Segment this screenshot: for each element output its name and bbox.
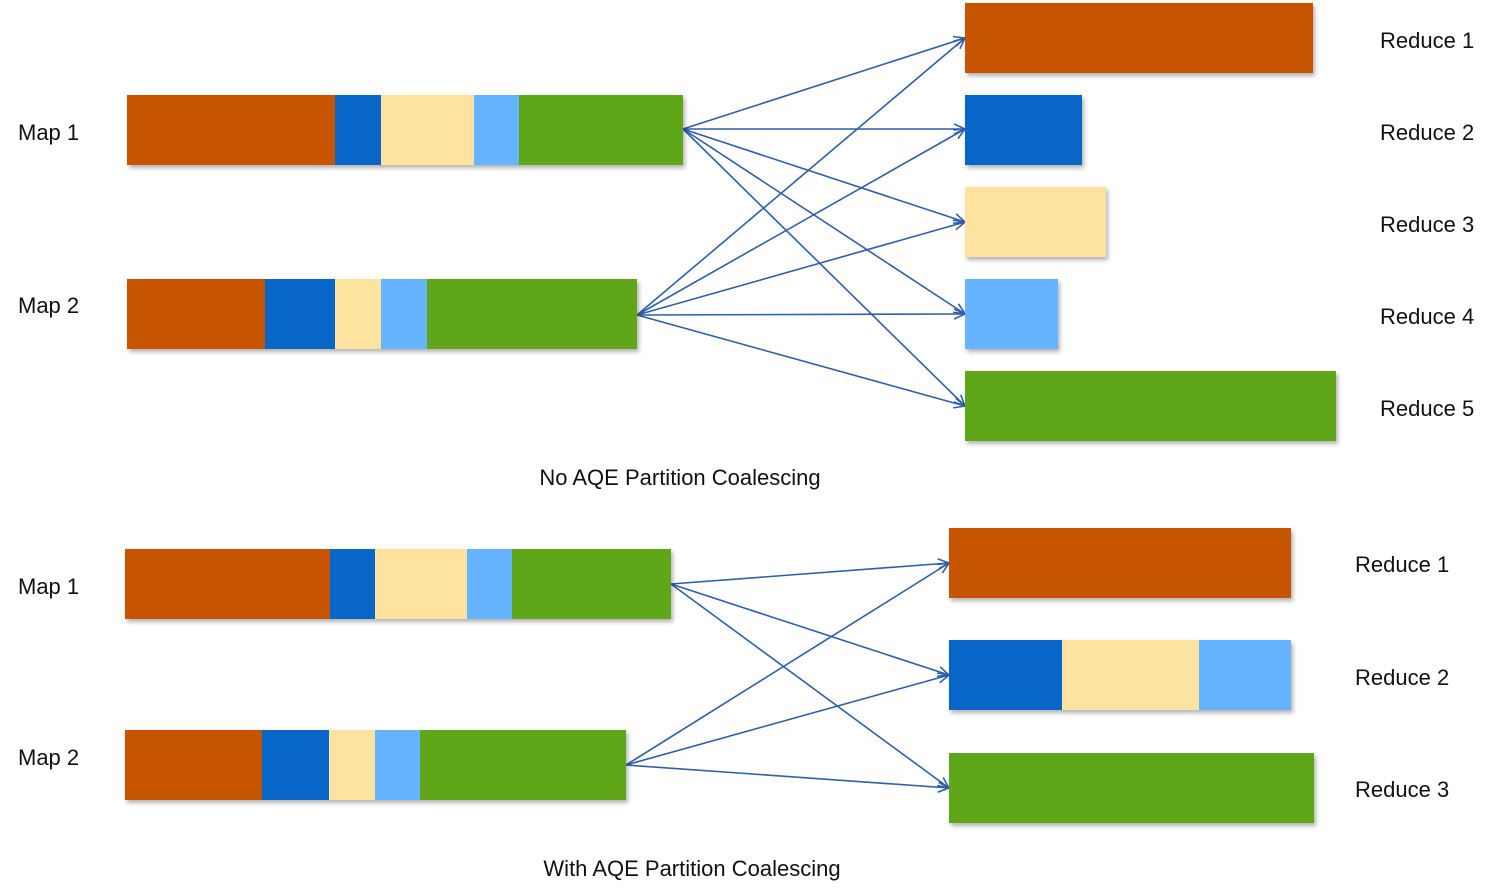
bottom-map-1-label: Map 1 <box>18 574 79 599</box>
top-edge-map-2-to-reduce-1 <box>636 38 965 316</box>
bottom-map-2-segment-orange <box>125 730 262 800</box>
top-edge-map-2-to-reduce-3 <box>636 222 965 316</box>
bottom-reduce-3-label: Reduce 3 <box>1355 777 1449 802</box>
bottom-reduce-3: Reduce 3 <box>949 753 1449 823</box>
top-edge-map-1-to-reduce-4 <box>682 128 965 314</box>
top-reduce-3: Reduce 3 <box>965 187 1474 257</box>
bottom-edge-map-2-to-reduce-2 <box>625 675 949 766</box>
bottom-reduce-1-bar <box>949 528 1291 598</box>
top-reduce-4-label: Reduce 4 <box>1380 304 1474 329</box>
bottom-map-2-segment-green <box>420 730 626 800</box>
top-reduce-2-label: Reduce 2 <box>1380 120 1474 145</box>
top-edge-map-2-to-reduce-4 <box>636 314 965 315</box>
bottom-panel: Map 1 Map 2 Reduce 1 <box>18 528 1449 881</box>
top-map-1-segment-green <box>519 95 683 165</box>
bottom-map-1-segment-yellow <box>375 549 467 619</box>
bottom-reduce-2-label: Reduce 2 <box>1355 665 1449 690</box>
top-map-2-label: Map 2 <box>18 293 79 318</box>
bottom-map-2-label: Map 2 <box>18 745 79 770</box>
top-map-2-bar <box>127 279 637 349</box>
bottom-edges <box>625 563 949 788</box>
bottom-edge-map-1-to-reduce-1 <box>670 563 949 585</box>
bottom-map-2-bar <box>125 730 626 800</box>
top-map-1-segment-blue <box>335 95 381 165</box>
bottom-reduce-2: Reduce 2 <box>949 640 1449 710</box>
top-reduce-3-bar <box>965 187 1106 257</box>
top-reduce-2: Reduce 2 <box>965 95 1474 165</box>
top-edge-map-1-to-reduce-3 <box>682 128 965 222</box>
bottom-map-1-segment-green <box>512 549 671 619</box>
bottom-reduce-2-segment-lightblue <box>1199 640 1291 710</box>
top-edges <box>636 38 965 406</box>
bottom-edge-map-1-to-reduce-2 <box>670 583 949 675</box>
top-reduce-4: Reduce 4 <box>965 279 1474 349</box>
bottom-caption: With AQE Partition Coalescing <box>543 856 840 881</box>
bottom-map-2-segment-yellow <box>329 730 375 800</box>
bottom-map-2-segment-lightblue <box>375 730 420 800</box>
top-reduce-1: Reduce 1 <box>965 3 1474 73</box>
bottom-map-2-segment-blue <box>262 730 329 800</box>
top-reduce-4-bar <box>965 279 1058 349</box>
bottom-edge-map-1-to-reduce-3 <box>670 583 949 788</box>
top-map-1-bar <box>127 95 683 165</box>
bottom-map-2: Map 2 <box>18 730 626 800</box>
top-edge-map-2-to-reduce-5 <box>636 314 965 406</box>
top-reduce-3-label: Reduce 3 <box>1380 212 1474 237</box>
top-map-1-segment-orange <box>127 95 335 165</box>
top-map-2-segment-orange <box>127 279 265 349</box>
top-reduce-1-label: Reduce 1 <box>1380 28 1474 53</box>
top-caption: No AQE Partition Coalescing <box>539 465 820 490</box>
top-reduce-5: Reduce 5 <box>965 371 1474 441</box>
top-map-1: Map 1 <box>18 95 683 165</box>
bottom-reduce-1: Reduce 1 <box>949 528 1449 598</box>
top-reduce-5-label: Reduce 5 <box>1380 396 1474 421</box>
bottom-edge-map-2-to-reduce-1 <box>625 563 949 766</box>
top-edge-map-1-to-reduce-1 <box>682 38 965 130</box>
top-reduce-2-bar <box>965 95 1082 165</box>
top-reduce-1-bar <box>965 3 1313 73</box>
top-map-2: Map 2 <box>18 279 637 349</box>
bottom-map-1-bar <box>125 549 671 619</box>
top-reduce-5-bar <box>965 371 1336 441</box>
bottom-reduce-3-bar <box>949 753 1314 823</box>
bottom-map-1-segment-orange <box>125 549 330 619</box>
top-edge-map-2-to-reduce-2 <box>636 129 965 316</box>
bottom-map-1-segment-blue <box>330 549 375 619</box>
top-map-1-segment-lightblue <box>474 95 519 165</box>
bottom-reduce-2-segment-yellow <box>1062 640 1199 710</box>
top-panel: Map 1 Map 2 Reduce 1 <box>18 3 1474 490</box>
top-map-2-segment-green <box>427 279 637 349</box>
top-map-1-segment-yellow <box>381 95 474 165</box>
bottom-reduce-1-label: Reduce 1 <box>1355 552 1449 577</box>
bottom-edge-map-2-to-reduce-3 <box>625 764 949 788</box>
top-map-1-label: Map 1 <box>18 120 79 145</box>
bottom-reduce-2-bar <box>949 640 1291 710</box>
top-map-2-segment-blue <box>265 279 335 349</box>
top-map-2-segment-lightblue <box>381 279 427 349</box>
bottom-map-1-segment-lightblue <box>467 549 512 619</box>
top-edge-map-1-to-reduce-5 <box>682 128 965 406</box>
bottom-map-1: Map 1 <box>18 549 671 619</box>
bottom-reduce-2-segment-blue <box>949 640 1062 710</box>
top-map-2-segment-yellow <box>335 279 381 349</box>
